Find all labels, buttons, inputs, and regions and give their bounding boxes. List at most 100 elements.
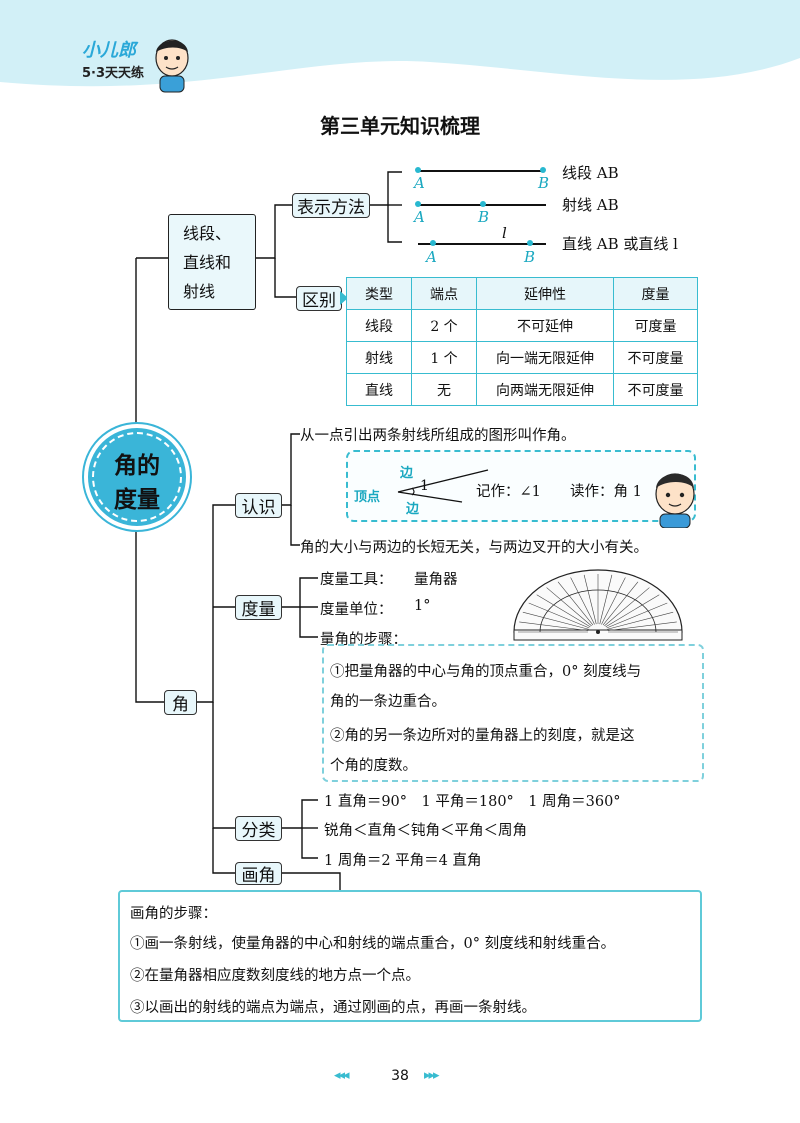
draw-steps-title: 画角的步骤： <box>130 906 217 922</box>
segment-label-a: A <box>414 174 425 192</box>
table-cell: 射线 <box>346 341 412 374</box>
segment-name: 线段 AB <box>562 164 619 182</box>
ray-name: 射线 AB <box>562 196 619 214</box>
line-name: 直线 AB 或直线 l <box>562 235 678 253</box>
protractor-tick <box>519 621 589 631</box>
draw-step2: ②在量角器相应度数刻度线的地方点一个点。 <box>130 968 420 984</box>
table-cell: 线段 <box>346 309 412 342</box>
segment-line <box>418 170 544 172</box>
classify-tag: 分类 <box>235 816 282 841</box>
measure-step1-line1: ①把量角器的中心与角的顶点重合，0° 刻度线与 <box>330 664 642 680</box>
measure-steps-box: ①把量角器的中心与角的顶点重合，0° 刻度线与 角的一条边重合。 ②角的另一条边… <box>322 644 704 782</box>
protractor-tick <box>607 611 674 630</box>
table-header-cell: 度量 <box>613 277 698 310</box>
segment-point-a <box>415 167 421 173</box>
recognize-tag: 认识 <box>235 493 282 518</box>
ray-label-a: A <box>414 208 425 226</box>
table-cell: 不可度量 <box>613 341 698 374</box>
center-topic: 角的 度量 <box>84 424 190 530</box>
table-cell: 2 个 <box>411 309 477 342</box>
lines-topic-line3: 射线 <box>183 282 216 301</box>
measure-step2-line2: 个角的度数。 <box>330 758 417 774</box>
angle-reading: 读作：角 1 <box>570 484 642 500</box>
table-row: 射线 1 个 向一端无限延伸 不可度量 <box>346 341 698 374</box>
brand-bottom-text: 5·3天天练 <box>82 66 145 81</box>
draw-tag: 画角 <box>235 862 282 886</box>
draw-step1: ①画一条射线，使量角器的中心和射线的端点重合，0° 刻度线和射线重合。 <box>130 936 616 952</box>
difference-arrow-icon <box>340 291 348 305</box>
protractor-tick <box>557 581 594 626</box>
header-wave <box>0 0 800 87</box>
protractor-tick <box>536 594 591 628</box>
page-title: 第三单元知识梳理 <box>320 114 480 138</box>
difference-table-header: 类型 端点 延伸性 度量 <box>346 277 698 310</box>
line-label-b: B <box>524 248 536 266</box>
protractor-tick <box>601 577 626 625</box>
measure-tool-label: 度量工具： <box>320 572 393 588</box>
protractor-tick <box>604 587 650 627</box>
brand-top-text: 小儿郎 <box>82 40 136 61</box>
protractor-tick <box>528 602 590 629</box>
protractor-tick <box>546 587 592 627</box>
difference-tag: 区别 <box>296 286 342 311</box>
lines-topic-box: 线段、 直线和 射线 <box>168 214 256 310</box>
footer-right-arrows: ▸▸▸ <box>424 1068 440 1083</box>
angle-number-label: 1 <box>420 478 429 494</box>
line-point-b <box>527 240 533 246</box>
protractor-tick <box>583 574 597 625</box>
line-point-a <box>430 240 436 246</box>
table-cell: 无 <box>411 373 477 406</box>
draw-steps-box: 画角的步骤： ①画一条射线，使量角器的中心和射线的端点重合，0° 刻度线和射线重… <box>118 890 702 1022</box>
ray-label-b: B <box>478 208 490 226</box>
table-cell: 向一端无限延伸 <box>476 341 614 374</box>
draw-step3: ③以画出的射线的端点为端点，通过刚画的点，再画一条射线。 <box>130 1000 536 1016</box>
measure-tool-value: 量角器 <box>414 572 458 588</box>
protractor-tick <box>605 594 660 628</box>
protractor-tick <box>522 611 589 630</box>
table-cell: 1 个 <box>411 341 477 374</box>
measure-step2-line1: ②角的另一条边所对的量角器上的刻度，就是这 <box>330 728 635 744</box>
table-cell: 不可度量 <box>613 373 698 406</box>
angle-notation: 记作：∠1 <box>476 484 541 500</box>
difference-table: 类型 端点 延伸性 度量 线段 2 个 不可延伸 可度量 射线 1 个 向一端无… <box>346 277 698 406</box>
angle-definition: 从一点引出两条射线所组成的图形叫作角。 <box>300 428 576 444</box>
representation-tag: 表示方法 <box>292 193 370 218</box>
protractor-tick <box>607 621 677 631</box>
measure-step1-line2: 角的一条边重合。 <box>330 694 446 710</box>
ray-point-b <box>480 201 486 207</box>
angle-tag: 角 <box>164 690 197 715</box>
ray-point-a <box>415 201 421 207</box>
angle-size-note: 角的大小与两边的长短无关，与两边叉开的大小有关。 <box>300 540 648 556</box>
table-row: 直线 无 向两端无限延伸 不可度量 <box>346 373 698 406</box>
protractor-tick <box>606 602 668 629</box>
segment-point-b <box>540 167 546 173</box>
protractor-icon <box>513 569 683 641</box>
brand-logo: 小儿郎 5·3天天练 <box>82 36 202 96</box>
angle-side-top-label: 边 <box>400 466 414 481</box>
segment-label-b: B <box>538 174 550 192</box>
lines-topic-line1: 线段、 <box>183 224 232 243</box>
table-header-cell: 延伸性 <box>476 277 614 310</box>
classify-line2: 锐角＜直角＜钝角＜平角＜周角 <box>324 823 527 839</box>
protractor-tick <box>602 581 639 626</box>
angle-vertex-label: 顶点 <box>354 490 381 505</box>
protractor-tick <box>599 574 613 625</box>
center-topic-line1: 角的 <box>114 453 160 479</box>
line-label-a: A <box>426 248 437 266</box>
boy-mascot-icon <box>155 39 189 93</box>
table-header-cell: 端点 <box>411 277 477 310</box>
measure-unit-label: 度量单位： <box>320 602 393 618</box>
measure-tag: 度量 <box>235 595 282 620</box>
center-topic-line2: 度量 <box>114 487 160 513</box>
classify-line3: 1 周角＝2 平角＝4 直角 <box>324 853 482 869</box>
table-cell: 向两端无限延伸 <box>476 373 614 406</box>
angle-figure <box>397 469 489 503</box>
boy-reader-icon <box>655 473 695 528</box>
table-header-cell: 类型 <box>346 277 412 310</box>
table-cell: 直线 <box>346 373 412 406</box>
protractor-tick <box>570 577 595 625</box>
table-cell: 不可延伸 <box>476 309 614 342</box>
page-number: 38 <box>391 1068 409 1084</box>
table-row: 线段 2 个 不可延伸 可度量 <box>346 309 698 342</box>
